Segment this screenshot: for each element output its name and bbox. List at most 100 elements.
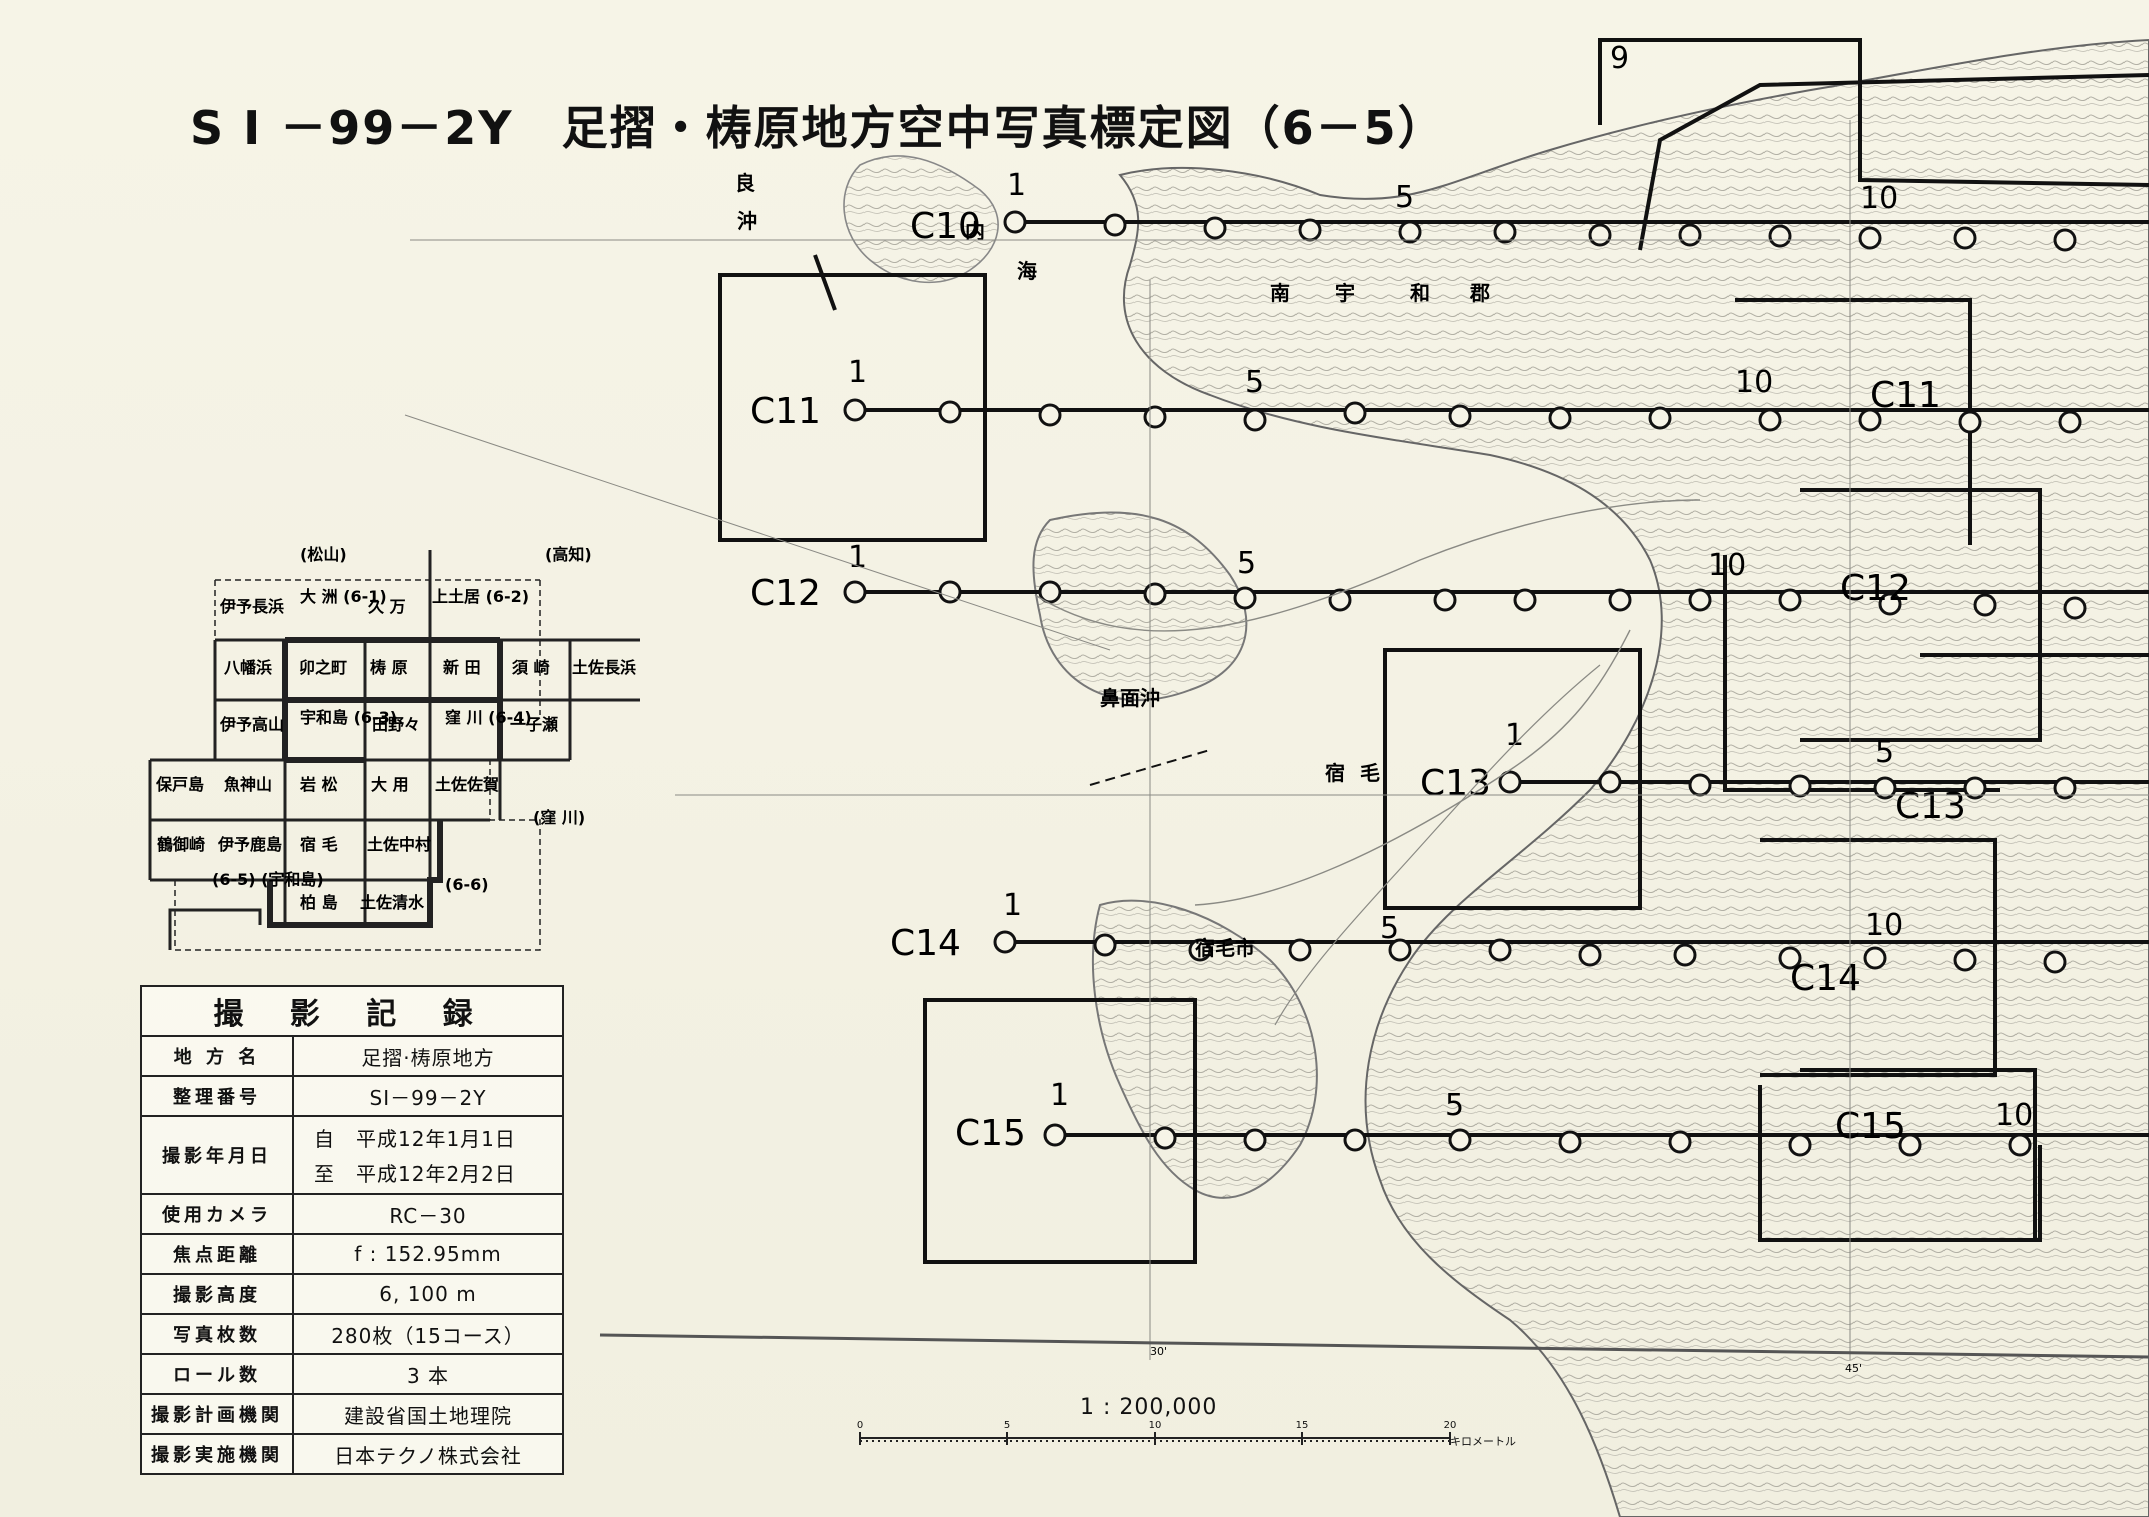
index-cell-23: 宿 毛 [300,835,338,854]
course-label-c12-repeat: C12 [1840,568,1911,609]
record-value-planning-agency: 建設省国土地理院 [292,1393,564,1435]
index-top-label-1: (松山) [300,545,347,564]
course-mark-c10-10: 10 [1860,181,1898,216]
index-cell-4: 上土居 (6-2) [432,587,529,606]
index-side-label-3: (6-6) [445,875,489,894]
index-cell-10: 土佐長浜 [572,658,636,677]
index-cell-8: 新 田 [443,658,481,677]
place-label-8: 宿毛市 [1195,936,1255,960]
index-cell-24: 土佐中村 [367,835,431,854]
index-cell-5: 八幡浜 [223,658,272,677]
index-cell-2: 大 洲 (6-1) [300,587,387,606]
course-start-c15: 1 [1050,1078,1069,1113]
index-sheet-map [148,550,640,951]
northwest-island [843,155,999,284]
index-cell-20: 土佐佐賀 [435,775,499,794]
record-value-focal-length: f : 152.95mm [292,1233,564,1275]
flight-dots [843,210,2087,1157]
course-mark-c14-10: 10 [1865,908,1903,943]
place-label-9: 南 [1270,281,1290,305]
record-label-number: 整理番号 [140,1075,294,1117]
record-date-end: 至 平成12年2月2日 [314,1162,516,1186]
index-cell-1: 伊予長浜 [219,597,284,616]
index-cell-7: 梼 原 [370,658,408,677]
scale-tick-15: 15 [1295,1420,1309,1431]
graticule-30: 30' [1150,1345,1167,1358]
index-cell-3: 久 万 [368,597,406,616]
index-cell-12: 宇和島 (6-3) [300,708,397,727]
index-cell-6: 卯之町 [299,658,347,677]
reference-lines [404,120,2149,1360]
record-label-region: 地 方 名 [140,1035,294,1077]
index-cell-16: 保戸島 [155,775,204,794]
index-cell-14: 窪 川 (6-4) [445,708,532,727]
record-value-camera: RC－30 [292,1193,564,1235]
place-label-2: 沖 [737,209,757,233]
course-label-c13: C13 [1420,763,1491,804]
course-mark-c10-5: 5 [1395,180,1414,215]
index-map-labels: (松山) (高知) 伊予長浜 大 洲 (6-1) 久 万 上土居 (6-2) 八… [155,545,636,912]
flight-record-table: 撮 影 記 録 地 方 名 足摺·梼原地方 整理番号 SI－99－2Y 撮影年月… [140,985,564,1475]
coastal-peninsula [1032,511,1248,701]
course-mark-c12-10: 10 [1708,548,1746,583]
index-cell-15: 一子瀬 [510,715,558,734]
edge-mark-9: 9 [1610,41,1629,76]
course-mark-c15-5: 5 [1445,1088,1464,1123]
course-mark-c15-10: 10 [1995,1098,2033,1133]
scale-tick-0: 0 [856,1420,864,1431]
place-label-11: 和 [1410,281,1430,305]
course-label-c15-repeat: C15 [1835,1106,1906,1147]
record-value-execution-agency: 日本テクノ株式会社 [292,1433,564,1475]
record-label-execution-agency: 撮影実施機関 [140,1433,294,1475]
graticule-45: 45' [1845,1362,1862,1375]
index-cell-18: 岩 松 [299,775,338,794]
photo-frames [718,38,2149,1264]
place-label-6: 宿 [1325,761,1345,785]
index-cell-25: 柏 島 [300,893,338,912]
record-value-date: 自 平成12年1月1日 至 平成12年2月2日 [292,1115,564,1195]
record-value-number: SI－99－2Y [292,1075,564,1117]
course-label-c14: C14 [890,923,961,964]
record-label-roll-count: ロール数 [140,1353,294,1395]
graticule-labels: 30' 45' [1150,1345,1862,1375]
index-cell-17: 魚神山 [224,775,272,794]
course-label-c15: C15 [955,1113,1026,1154]
index-cell-11: 伊予高山 [219,715,284,734]
main-land-outline [1118,38,2149,1517]
place-label-10: 宇 [1335,281,1355,305]
scale-tick-5: 5 [1003,1420,1011,1431]
scale-tick-10: 10 [1148,1420,1162,1431]
course-mark-c13-5: 5 [1875,735,1894,770]
record-label-focal-length: 焦点距離 [140,1233,294,1275]
place-label-7: 毛 [1360,761,1380,785]
scale-tick-20: 20 [1443,1420,1457,1431]
course-mark-c11-10: 10 [1735,365,1773,400]
course-mark-c12-5: 5 [1237,546,1256,581]
place-label-5: 鼻面沖 [1100,686,1160,710]
place-label-3: 内 [965,219,985,243]
course-start-c13: 1 [1505,718,1524,753]
record-date-start: 自 平成12年1月1日 [314,1127,516,1151]
index-cell-21: 鶴御崎 [157,835,205,854]
course-mark-c11-5: 5 [1245,365,1264,400]
course-markers: 1 1 1 1 1 1 5 10 5 10 5 10 5 5 10 5 10 9 [848,41,2033,1133]
record-label-photo-count: 写真枚数 [140,1313,294,1355]
index-cell-19: 大 用 [371,775,409,794]
index-cell-22: 伊予鹿島 [217,835,282,854]
course-start-c10: 1 [1007,168,1026,203]
scale-bar [859,1432,1451,1445]
page-title: S I －99－2Y 足摺・梼原地方空中写真標定図（6－5） [190,101,1446,155]
index-top-label-2: (高知) [545,545,592,564]
place-label-4: 海 [1017,259,1037,283]
scale-unit: キロメートル [1450,1435,1516,1448]
index-side-label-1: (窪 川) [533,808,585,827]
course-label-c13-repeat: C13 [1895,786,1966,827]
course-label-c14-repeat: C14 [1790,958,1861,999]
course-label-c11: C11 [750,391,821,432]
index-cell-13: 田野々 [372,715,420,734]
record-label-camera: 使用カメラ [140,1193,294,1235]
place-label-12: 郡 [1469,281,1490,305]
record-value-region: 足摺·梼原地方 [292,1035,564,1077]
